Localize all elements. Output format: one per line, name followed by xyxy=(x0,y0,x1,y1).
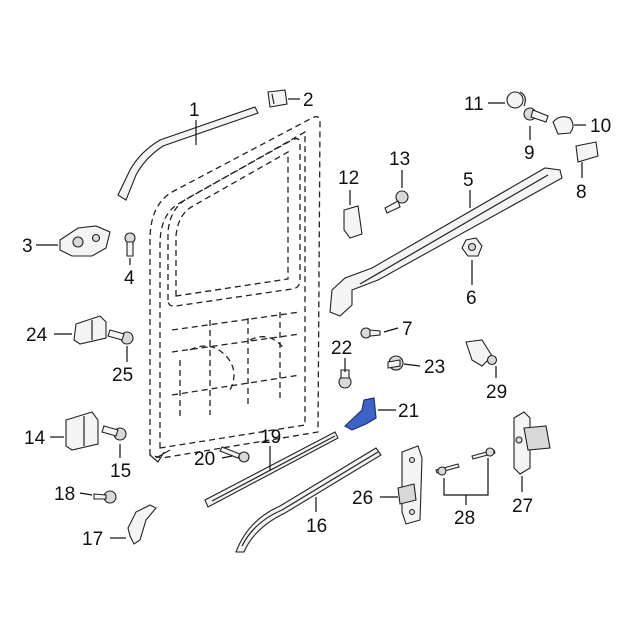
part-3-latch-bracket xyxy=(59,225,111,257)
callout-11: 11 xyxy=(464,94,484,115)
part-18-screw xyxy=(93,490,117,504)
callout-20: 20 xyxy=(194,449,215,470)
callout-13: 13 xyxy=(389,149,410,170)
part-11-cap xyxy=(506,91,526,109)
part-8-end-cap xyxy=(575,141,599,163)
part-4-bolt xyxy=(124,232,136,257)
callout-26: 26 xyxy=(352,488,373,509)
part-24-bracket xyxy=(73,315,107,345)
callout-24: 24 xyxy=(26,325,48,346)
callout-7: 7 xyxy=(402,319,413,340)
callout-14: 14 xyxy=(24,428,46,449)
callout-21: 21 xyxy=(398,401,419,422)
part-29-striker xyxy=(465,339,498,367)
part-28-pins xyxy=(435,447,496,476)
callout-3: 3 xyxy=(22,236,33,257)
callout-6: 6 xyxy=(466,288,477,309)
part-1-upper-channel xyxy=(117,106,259,201)
leader-lines xyxy=(36,98,586,539)
callout-15: 15 xyxy=(110,461,131,482)
callout-5: 5 xyxy=(463,170,474,191)
part-23-screw xyxy=(387,355,404,371)
callout-17: 17 xyxy=(82,529,103,550)
part-5-upper-rail xyxy=(329,167,563,317)
callout-18: 18 xyxy=(54,484,75,505)
callout-4: 4 xyxy=(124,268,135,289)
part-26-latch-plate xyxy=(397,445,423,525)
part-21-highlighted-bracket xyxy=(343,397,377,431)
callout-27: 27 xyxy=(512,496,533,517)
callout-22: 22 xyxy=(331,338,352,359)
part-19-lower-rail xyxy=(204,431,339,508)
callout-28: 28 xyxy=(454,508,475,529)
callout-12: 12 xyxy=(338,168,359,189)
callout-23: 23 xyxy=(424,357,445,378)
callout-8: 8 xyxy=(576,182,587,203)
part-16-lower-track xyxy=(235,447,382,553)
part-14-bracket xyxy=(65,411,99,451)
callout-10: 10 xyxy=(590,116,611,137)
highlight-fill xyxy=(343,397,377,431)
part-2-clip xyxy=(267,89,288,108)
part-7-screw xyxy=(360,327,381,339)
part-6-nut xyxy=(461,237,483,257)
callouts: 1 2 3 4 5 6 7 8 9 10 11 12 13 14 15 16 1… xyxy=(22,90,611,550)
sliding-door-panel xyxy=(149,116,321,463)
part-27-lock xyxy=(513,411,551,475)
callout-25: 25 xyxy=(112,365,133,386)
part-9-bolt xyxy=(523,107,549,123)
part-10-clip xyxy=(552,116,574,135)
part-15-bolt xyxy=(101,425,127,441)
callout-29: 29 xyxy=(486,382,507,403)
callout-16: 16 xyxy=(306,516,327,537)
part-25-bolt xyxy=(107,329,134,345)
callout-1: 1 xyxy=(189,100,200,121)
part-13-bolt xyxy=(384,190,409,214)
part-22-bolt xyxy=(338,369,352,389)
callout-9: 9 xyxy=(524,143,535,164)
part-17-bracket-arm xyxy=(127,504,157,545)
part-20-bolt xyxy=(219,446,250,463)
part-12-bracket xyxy=(343,205,363,239)
callout-19: 19 xyxy=(260,427,281,448)
callout-2: 2 xyxy=(303,90,314,111)
